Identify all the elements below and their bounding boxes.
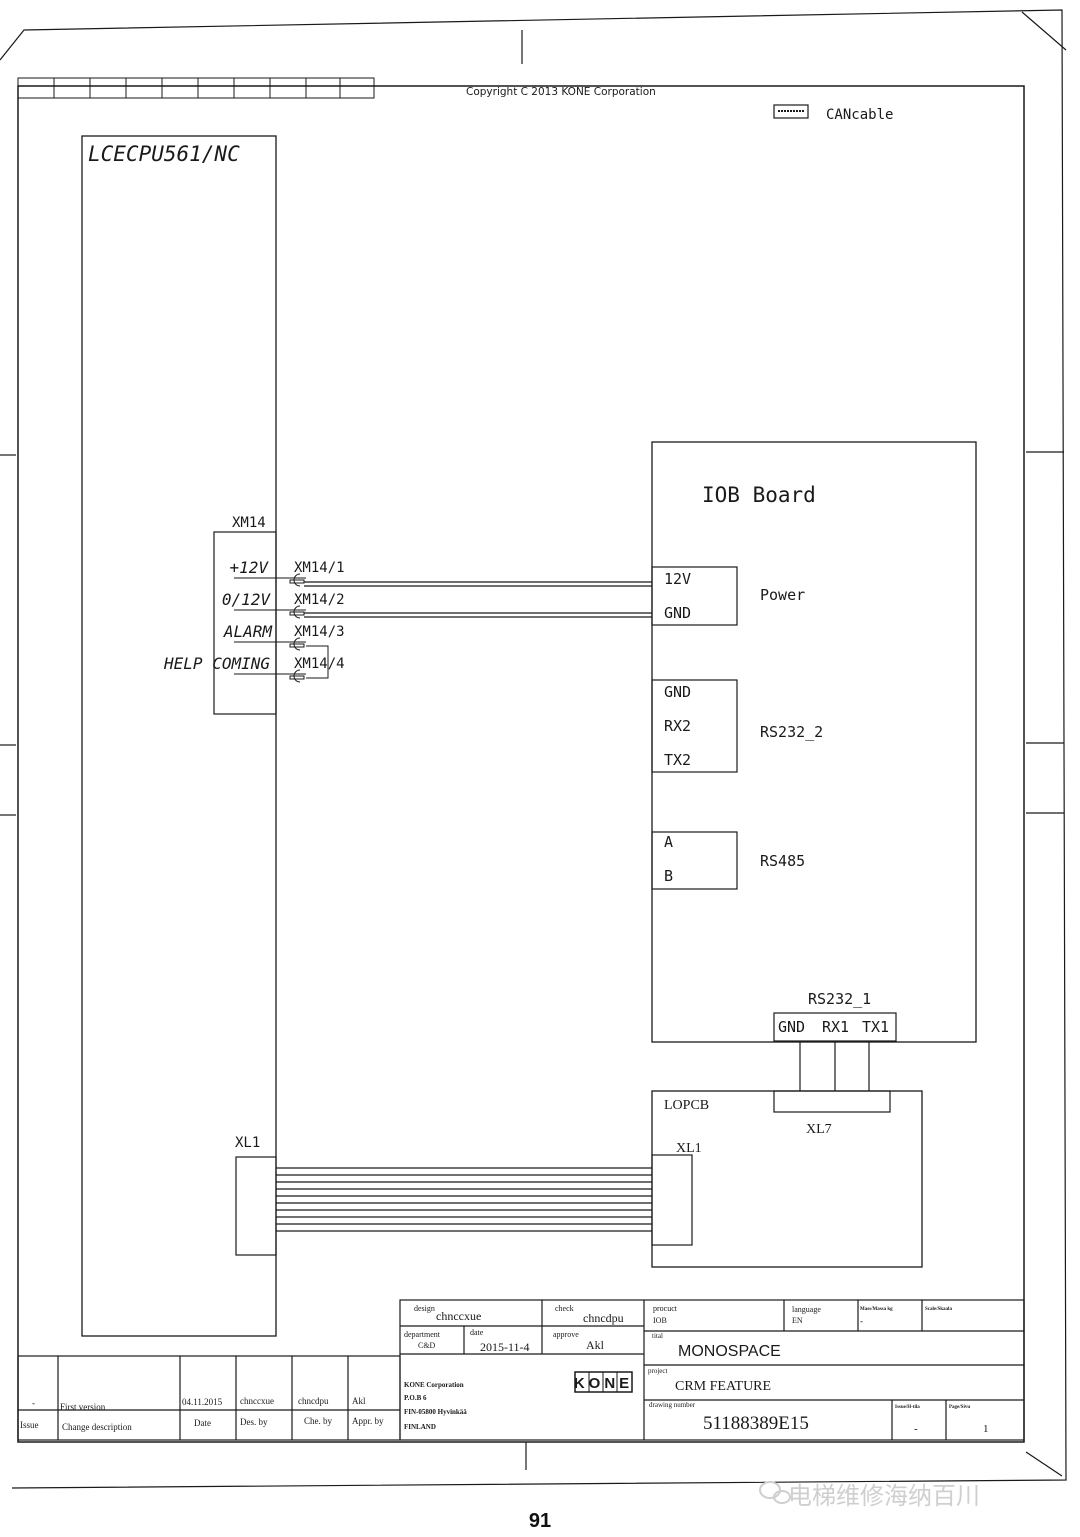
company-line-4: FINLAND bbox=[404, 1423, 436, 1431]
iob-board bbox=[651, 441, 977, 1043]
date-label: date bbox=[470, 1328, 484, 1337]
rs485-label: RS485 bbox=[760, 852, 805, 870]
rev-description-value: First version bbox=[60, 1402, 106, 1412]
kone-logo: KONE bbox=[574, 1371, 633, 1393]
project-value: CRM FEATURE bbox=[675, 1379, 771, 1394]
iob-power-connector bbox=[651, 566, 738, 626]
can-cable-bundle bbox=[276, 1167, 652, 1232]
rev-issue-header: Issue bbox=[20, 1420, 39, 1430]
signal-alarm: ALARM bbox=[223, 622, 274, 641]
title-label: tital bbox=[652, 1332, 663, 1340]
iob-board-title: IOB Board bbox=[702, 483, 816, 507]
sheet-frame bbox=[0, 9, 1067, 1489]
design-value: chnccxue bbox=[436, 1309, 481, 1323]
rs485-pin-b: B bbox=[664, 867, 673, 885]
pin-xm14-3: XM14/3 bbox=[294, 624, 345, 640]
chat-bubble-icon bbox=[759, 1481, 791, 1504]
company-line-1: KONE Corporation bbox=[404, 1381, 464, 1389]
lopcb-xl1-label: XL1 bbox=[676, 1141, 702, 1156]
company-line-3: FIN-05800 Hyvinkää bbox=[404, 1408, 467, 1416]
lopcb-xl1-connector bbox=[651, 1154, 693, 1246]
power-wires bbox=[304, 581, 652, 618]
rev-date-header: Date bbox=[194, 1418, 211, 1428]
kone-logo-text: KONE bbox=[574, 1375, 633, 1392]
rs232-2-pin-tx2: TX2 bbox=[664, 751, 691, 769]
check-label: check bbox=[555, 1304, 574, 1313]
iob-pin-gnd: GND bbox=[664, 604, 691, 622]
cpu-block bbox=[81, 135, 277, 1337]
cpu-xl1-label: XL1 bbox=[235, 1135, 260, 1151]
rev-des-header: Des. by bbox=[240, 1417, 268, 1427]
xl7-connector bbox=[773, 1090, 891, 1113]
cancable-legend-label: CANcable bbox=[826, 107, 893, 123]
approve-label: approve bbox=[553, 1330, 579, 1339]
signal-12v: +12V bbox=[229, 558, 269, 577]
rs232-1-pin-rx1: RX1 bbox=[822, 1018, 849, 1036]
project-label: project bbox=[648, 1367, 667, 1375]
rs232-2-label: RS232_2 bbox=[760, 723, 823, 741]
company-line-2: P.O.B 6 bbox=[404, 1394, 427, 1402]
drawing-number-value: 51188389E15 bbox=[703, 1413, 809, 1434]
iob-rs232-2-connector bbox=[651, 679, 738, 773]
iob-pin-12v: 12V bbox=[664, 570, 691, 588]
zone-strip bbox=[17, 77, 375, 99]
rs232-1-wires bbox=[799, 1041, 870, 1091]
pin-xm14-2: XM14/2 bbox=[294, 592, 345, 608]
drawing-number-label: drawing number bbox=[649, 1401, 696, 1409]
page-value: 1 bbox=[983, 1423, 989, 1435]
xm14-label: XM14 bbox=[232, 515, 266, 531]
department-value: C&D bbox=[418, 1341, 436, 1350]
rs232-1-pin-tx1: TX1 bbox=[862, 1018, 889, 1036]
rs232-1-label: RS232_1 bbox=[808, 990, 871, 1008]
copyright-text: Copyright C 2013 KONE Corporation bbox=[466, 86, 656, 98]
pin-xm14-1: XM14/1 bbox=[294, 560, 345, 576]
product-value: IOB bbox=[653, 1316, 667, 1325]
issue-value: - bbox=[914, 1423, 918, 1435]
design-label: design bbox=[414, 1304, 435, 1313]
rev-che-header: Che. by bbox=[304, 1416, 332, 1426]
rev-issue-value: - bbox=[32, 1398, 35, 1408]
mass-value: - bbox=[860, 1316, 863, 1326]
rev-appr-value: Akl bbox=[352, 1396, 366, 1406]
xm14-connector bbox=[213, 531, 277, 715]
xl7-label: XL7 bbox=[806, 1122, 832, 1137]
signal-help-coming: HELP COMING bbox=[163, 654, 270, 673]
iob-rs485-connector bbox=[651, 831, 738, 890]
scale-label: Scale/Skaala bbox=[925, 1307, 952, 1312]
product-label: procuct bbox=[653, 1304, 678, 1313]
rs232-2-pin-gnd: GND bbox=[664, 683, 691, 701]
rev-che-value: chncdpu bbox=[298, 1396, 329, 1406]
rev-description-header: Change description bbox=[62, 1422, 132, 1432]
cpu-name: LCECPU561/NC bbox=[88, 142, 240, 166]
page-label: Page/Sivu bbox=[949, 1405, 970, 1410]
issue-label: Issue/H-tila bbox=[895, 1405, 920, 1410]
alarm-help-loop bbox=[306, 645, 329, 679]
language-label: language bbox=[792, 1305, 821, 1314]
rs232-1-pin-gnd: GND bbox=[778, 1018, 805, 1036]
title-block bbox=[399, 1299, 1025, 1441]
watermark-text: 电梯维修海纳百川 bbox=[788, 1482, 980, 1510]
rs232-2-pin-rx2: RX2 bbox=[664, 717, 691, 735]
page-number: 91 bbox=[528, 1510, 552, 1532]
rs485-pin-a: A bbox=[664, 833, 673, 851]
cancable-legend-symbol bbox=[773, 104, 809, 119]
department-label: department bbox=[404, 1330, 441, 1339]
language-value: EN bbox=[792, 1316, 803, 1325]
iob-power-label: Power bbox=[760, 586, 805, 604]
drawing-frame bbox=[17, 85, 1025, 1443]
pin-xm14-4: XM14/4 bbox=[294, 656, 345, 672]
title-value: MONOSPACE bbox=[678, 1343, 781, 1360]
cpu-xl1-connector bbox=[235, 1156, 277, 1256]
mass-label: Mass/Massa kg bbox=[860, 1307, 893, 1312]
rev-appr-header: Appr. by bbox=[352, 1416, 384, 1426]
date-value: 2015-11-4 bbox=[480, 1340, 530, 1354]
signal-0-12v: 0/12V bbox=[222, 590, 272, 609]
lopcb-name: LOPCB bbox=[664, 1098, 709, 1113]
check-value: chncdpu bbox=[583, 1311, 624, 1325]
approve-value: Akl bbox=[586, 1338, 605, 1352]
rev-date-value: 04.11.2015 bbox=[182, 1397, 223, 1407]
rev-des-value: chnccxue bbox=[240, 1396, 274, 1406]
